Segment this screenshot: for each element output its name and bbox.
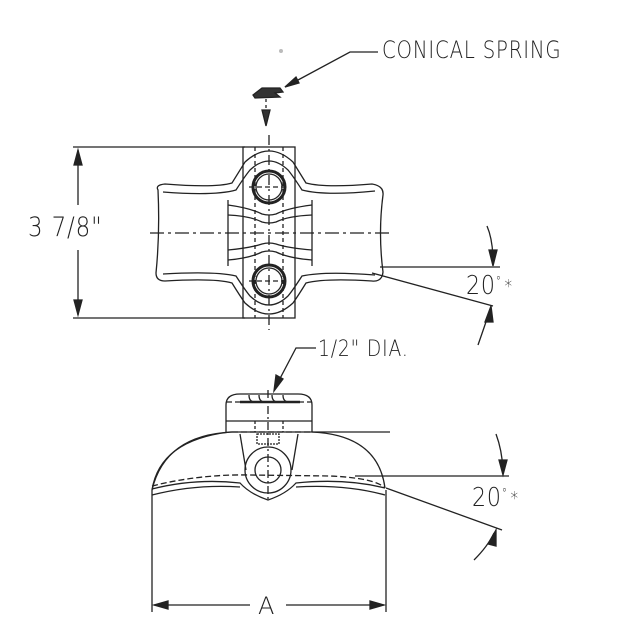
degree-symbol: ° (501, 486, 508, 500)
angle-value: 20 (472, 483, 502, 513)
bolt-diameter-label: 1/2" DIA. (318, 337, 409, 362)
conical-spring-leader (284, 51, 378, 88)
angle-label-bottom: 20°* (472, 483, 519, 513)
asterisk-note: * (510, 488, 519, 509)
asterisk-note: * (504, 276, 513, 297)
side-view (151, 390, 509, 612)
top-view (73, 135, 500, 346)
angle-value: 20 (466, 271, 496, 301)
degree-symbol: ° (495, 274, 502, 288)
width-dimension-label: A (258, 592, 276, 620)
dia-leader (273, 347, 316, 394)
stray-dot (279, 49, 283, 53)
conical-spring-icon (252, 87, 285, 127)
angle-label-top: 20°* (466, 271, 513, 301)
conical-spring-label: CONICAL SPRING (382, 36, 562, 64)
height-dimension-label: 3 7/8" (28, 212, 103, 243)
